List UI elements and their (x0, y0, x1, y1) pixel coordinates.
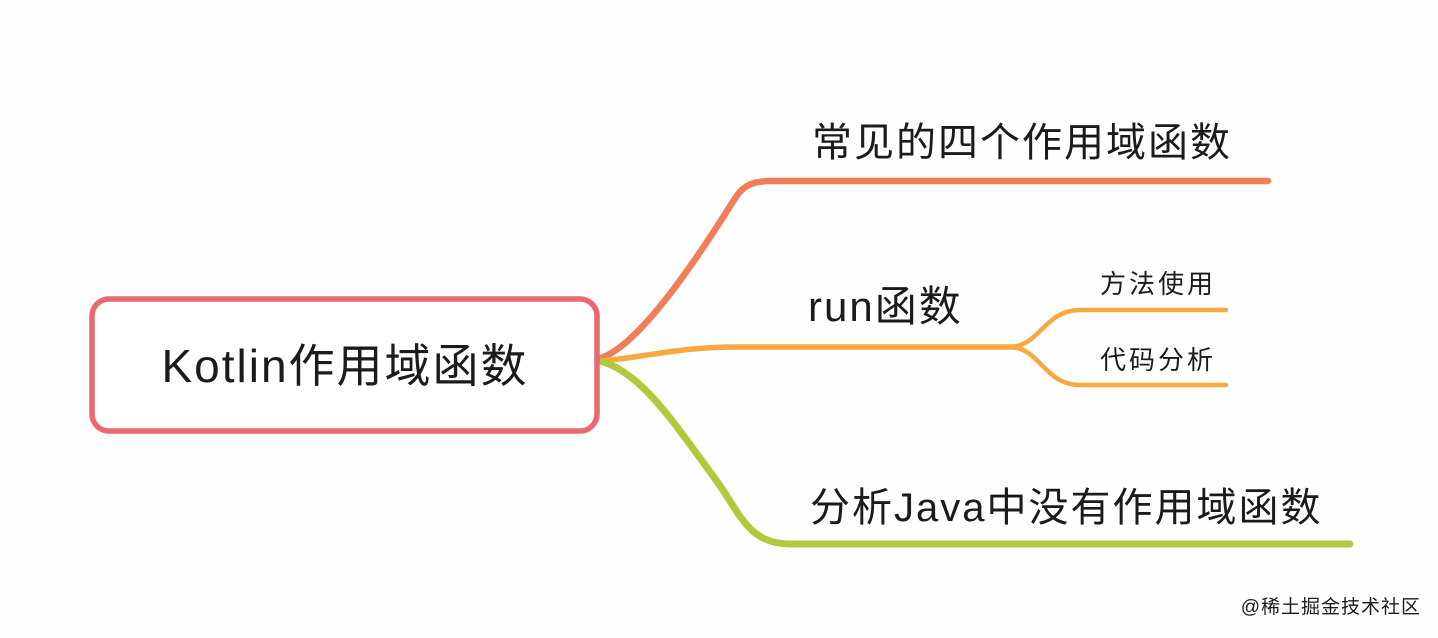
branch-line-java-analysis (596, 357, 1354, 548)
branch-line-run (597, 344, 1016, 364)
subtopic-code-analysis: 代码分析 (1100, 345, 1216, 375)
root-node-label: Kotlin作用域函数 (161, 340, 528, 392)
subbranch-line-code-analysis (1006, 344, 1229, 388)
subtopic-method-usage: 方法使用 (1100, 269, 1216, 299)
watermark-label: @稀土掘金技术社区 (1241, 596, 1421, 618)
root-node-box (89, 296, 600, 434)
subbranch-line-method-usage (1006, 307, 1229, 350)
branch-topic-run: run函数 (808, 283, 963, 330)
branch-topic-java-analysis: 分析Java中没有作用域函数 (810, 486, 1323, 530)
branch-line-common-four (597, 177, 1272, 362)
branch-topic-common-four: 常见的四个作用域函数 (812, 121, 1232, 165)
